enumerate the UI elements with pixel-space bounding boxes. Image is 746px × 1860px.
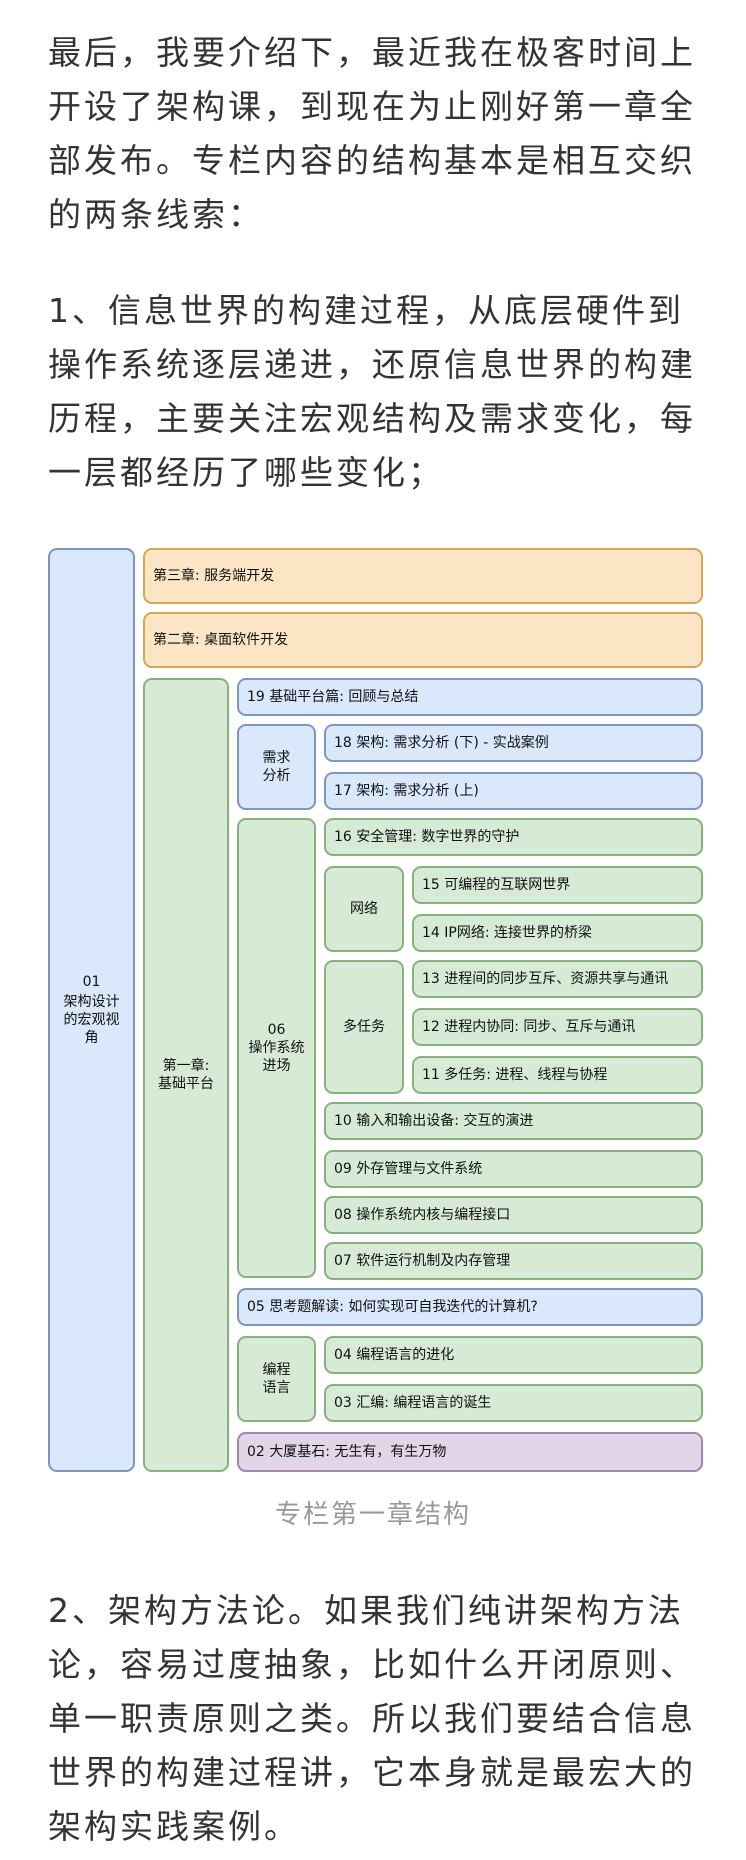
lesson-10: 10 输入和输出设备: 交互的演进 bbox=[324, 1102, 703, 1140]
lesson-15: 15 可编程的互联网世界 bbox=[412, 866, 703, 904]
diagram-caption: 专栏第一章结构 bbox=[274, 1500, 471, 1530]
lesson-03: 03 汇编: 编程语言的诞生 bbox=[324, 1384, 703, 1422]
chapter-3-node: 第三章: 服务端开发 bbox=[143, 548, 703, 604]
lesson-05: 05 思考题解读: 如何实现可自我迭代的计算机? bbox=[237, 1288, 703, 1326]
lesson-12: 12 进程内协同: 同步、互斥与通讯 bbox=[412, 1008, 703, 1046]
chapter-2-node: 第二章: 桌面软件开发 bbox=[143, 612, 703, 668]
lesson-13: 13 进程间的同步互斥、资源共享与通讯 bbox=[412, 960, 703, 998]
lesson-07: 07 软件运行机制及内存管理 bbox=[324, 1242, 703, 1280]
lesson-04: 04 编程语言的进化 bbox=[324, 1336, 703, 1374]
lesson-18: 18 架构: 需求分析 (下) - 实战案例 bbox=[324, 724, 703, 762]
requirements-group: 需求分析 bbox=[237, 724, 316, 810]
lesson-14: 14 IP网络: 连接世界的桥梁 bbox=[412, 914, 703, 952]
lesson-09: 09 外存管理与文件系统 bbox=[324, 1150, 703, 1188]
chapter-1-node: 第一章: 基础平台 bbox=[143, 678, 229, 1472]
lesson-17: 17 架构: 需求分析 (上) bbox=[324, 772, 703, 810]
network-group: 网络 bbox=[324, 866, 404, 952]
os-group: 06 操作系统进场 bbox=[237, 818, 316, 1278]
language-group: 编程语言 bbox=[237, 1336, 316, 1422]
lesson-08: 08 操作系统内核与编程接口 bbox=[324, 1196, 703, 1234]
thread-one-paragraph: 1、信息世界的构建过程，从底层硬件到操作系统逐层递进，还原信息世界的构建历程，主… bbox=[48, 291, 696, 492]
root-node: 01 架构设计的宏观视角 bbox=[48, 548, 135, 1472]
lesson-16: 16 安全管理: 数字世界的守护 bbox=[324, 818, 703, 856]
root-node-title: 架构设计的宏观视角 bbox=[63, 994, 120, 1046]
root-node-number: 01 bbox=[82, 974, 101, 990]
lesson-02: 02 大厦基石: 无生有，有生万物 bbox=[237, 1432, 703, 1472]
thread-two-paragraph: 2、架构方法论。如果我们纯讲架构方法论，容易过度抽象，比如什么开闭原则、单一职责… bbox=[48, 1591, 696, 1846]
multitask-group: 多任务 bbox=[324, 960, 404, 1094]
intro-paragraph: 最后，我要介绍下，最近我在极客时间上开设了架构课，到现在为止刚好第一章全部发布。… bbox=[48, 33, 696, 234]
os-group-number: 06 bbox=[267, 1022, 286, 1038]
lesson-11: 11 多任务: 进程、线程与协程 bbox=[412, 1056, 703, 1094]
lesson-19: 19 基础平台篇: 回顾与总结 bbox=[237, 678, 703, 716]
os-group-title: 操作系统进场 bbox=[248, 1040, 305, 1074]
